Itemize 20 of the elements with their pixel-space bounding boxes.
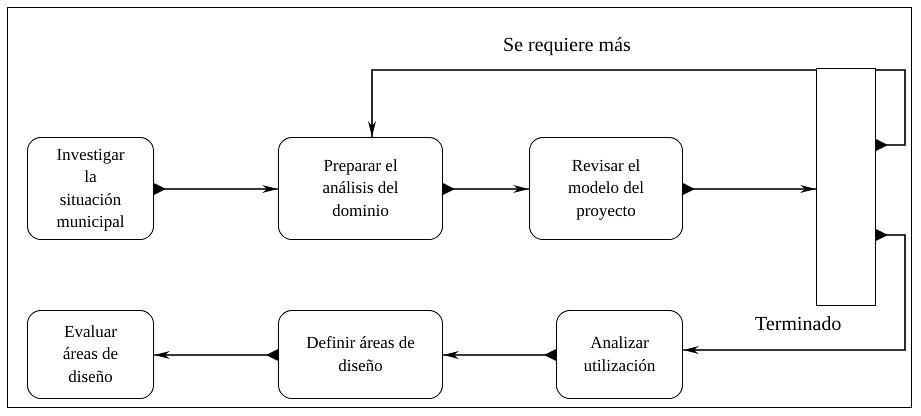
arrow xyxy=(683,183,816,195)
process-box xyxy=(278,137,443,240)
process-box xyxy=(529,137,683,240)
box-label: Revisar el modelo del proyecto xyxy=(566,155,645,222)
arrow xyxy=(683,229,906,354)
arrow xyxy=(154,349,278,361)
arrow xyxy=(368,69,906,151)
process-box xyxy=(27,310,154,399)
box-label: Preparar el análisis del dominio xyxy=(321,155,400,222)
box-label: Analizar utilización xyxy=(583,332,656,376)
box-label: Investigar la situación municipal xyxy=(56,144,126,233)
arrow xyxy=(443,349,556,361)
process-box xyxy=(556,310,683,399)
process-box xyxy=(27,137,154,240)
arrow xyxy=(154,183,278,195)
box-label: Definir áreas de diseño xyxy=(305,332,416,376)
arrow xyxy=(443,183,529,195)
process-box xyxy=(278,310,443,399)
decision-box xyxy=(816,68,876,306)
box-label: Evaluar áreas de diseño xyxy=(62,321,120,388)
